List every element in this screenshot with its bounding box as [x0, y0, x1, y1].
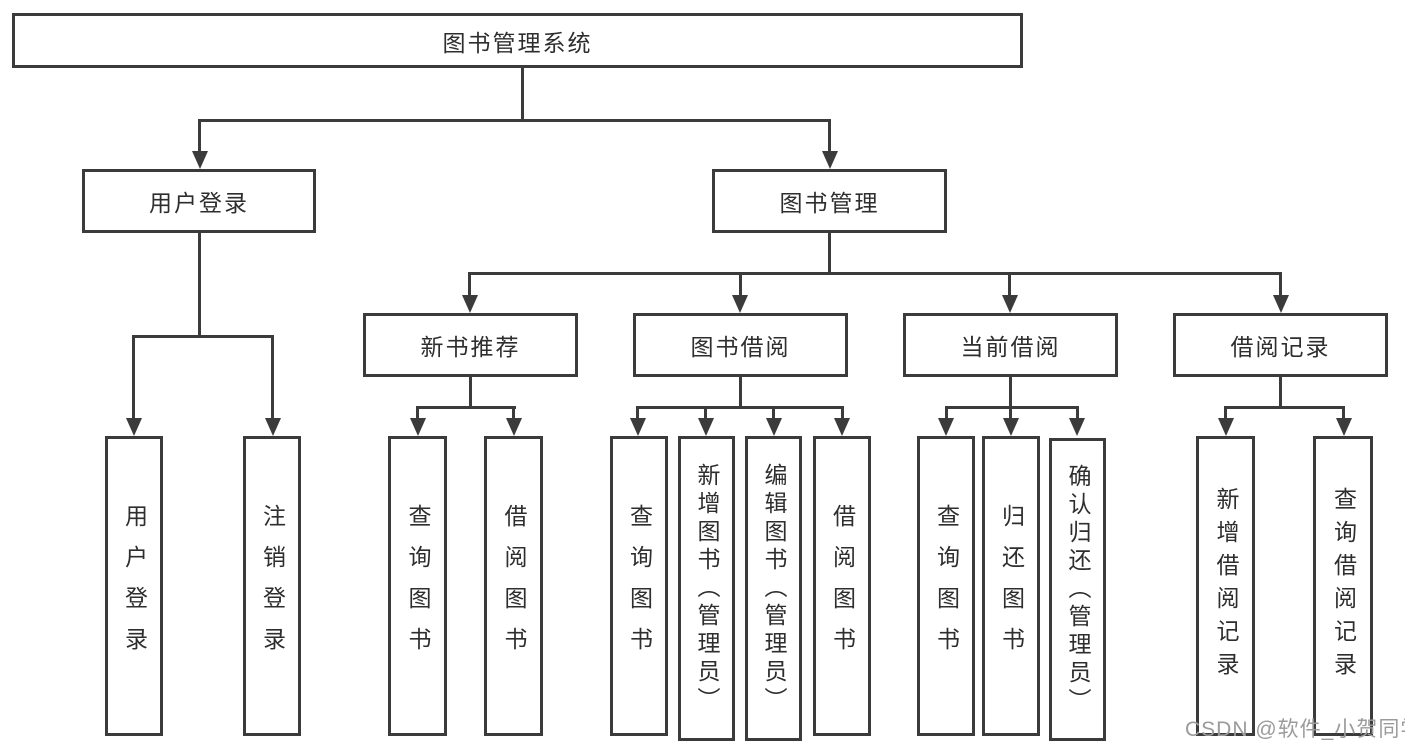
connector-line — [636, 406, 639, 420]
connector-line — [1224, 406, 1227, 420]
leaf-return-books: 归还图书 — [982, 436, 1040, 736]
arrowhead-icon — [462, 295, 478, 313]
leaf-edit-books-admin: 编辑图书（管理员） — [745, 436, 802, 741]
arrowhead-icon — [834, 418, 850, 436]
connector-line — [945, 406, 948, 420]
arrowhead-icon — [265, 418, 281, 436]
arrowhead-icon — [126, 418, 142, 436]
connector-line — [132, 335, 135, 420]
arrowhead-icon — [1336, 418, 1352, 436]
connector-line — [636, 406, 844, 409]
connector-line — [1009, 377, 1012, 409]
connector-line — [1076, 406, 1079, 420]
connector-line — [521, 68, 524, 121]
connector-line — [469, 377, 472, 409]
arrowhead-icon — [938, 418, 954, 436]
connector-line — [271, 335, 274, 420]
arrowhead-icon — [1218, 418, 1234, 436]
leaf-query-borrow-record: 查询借阅记录 — [1313, 436, 1373, 736]
leaf-query-books-borrow: 查询图书 — [610, 436, 668, 736]
connector-line — [739, 272, 742, 297]
arrowhead-icon — [1273, 295, 1289, 313]
connector-line — [772, 406, 775, 420]
arrowhead-icon — [822, 151, 838, 169]
connector-line — [739, 377, 742, 409]
arrowhead-icon — [192, 151, 208, 169]
connector-line — [198, 233, 201, 338]
connector-line — [198, 119, 831, 122]
leaf-confirm-return-admin: 确认归还（管理员） — [1049, 438, 1106, 741]
connector-line — [512, 406, 515, 420]
arrowhead-icon — [698, 418, 714, 436]
arrowhead-icon — [410, 418, 426, 436]
node-book-borrow: 图书借阅 — [633, 313, 848, 377]
arrowhead-icon — [1069, 418, 1085, 436]
watermark: CSDN @软件_小贺同学 — [1185, 718, 1405, 741]
node-current-borrow: 当前借阅 — [903, 313, 1118, 377]
connector-line — [468, 272, 1282, 275]
arrowhead-icon — [1002, 295, 1018, 313]
connector-line — [468, 272, 471, 297]
connector-line — [945, 406, 1079, 409]
node-user-login: 用户登录 — [82, 169, 316, 233]
connector-line — [841, 406, 844, 420]
connector-line — [1342, 406, 1345, 420]
leaf-logout: 注销登录 — [243, 436, 301, 736]
node-book-management: 图书管理 — [712, 169, 947, 233]
connector-line — [416, 406, 516, 409]
arrowhead-icon — [766, 418, 782, 436]
node-borrow-records: 借阅记录 — [1173, 313, 1388, 377]
connector-line — [1279, 272, 1282, 297]
arrowhead-icon — [732, 295, 748, 313]
connector-line — [704, 406, 707, 420]
leaf-user-login: 用户登录 — [105, 436, 163, 736]
connector-line — [1008, 272, 1011, 297]
connector-line — [828, 119, 831, 153]
arrowhead-icon — [630, 418, 646, 436]
arrowhead-icon — [1003, 418, 1019, 436]
connector-line — [828, 233, 831, 275]
node-new-book-recommend: 新书推荐 — [363, 313, 578, 377]
leaf-query-books-recommend: 查询图书 — [388, 436, 447, 736]
leaf-borrow-books-recommend: 借阅图书 — [484, 436, 543, 736]
leaf-query-books-current: 查询图书 — [917, 436, 975, 736]
connector-line — [416, 406, 419, 420]
connector-line — [132, 335, 274, 338]
leaf-borrow-books: 借阅图书 — [813, 436, 871, 736]
node-root: 图书管理系统 — [12, 13, 1023, 68]
connector-line — [1279, 377, 1282, 409]
connector-line — [198, 119, 201, 153]
arrowhead-icon — [506, 418, 522, 436]
leaf-add-books-admin: 新增图书（管理员） — [678, 436, 735, 741]
leaf-add-borrow-record: 新增借阅记录 — [1196, 436, 1255, 736]
connector-line — [1224, 406, 1345, 409]
connector-line — [1009, 406, 1012, 420]
